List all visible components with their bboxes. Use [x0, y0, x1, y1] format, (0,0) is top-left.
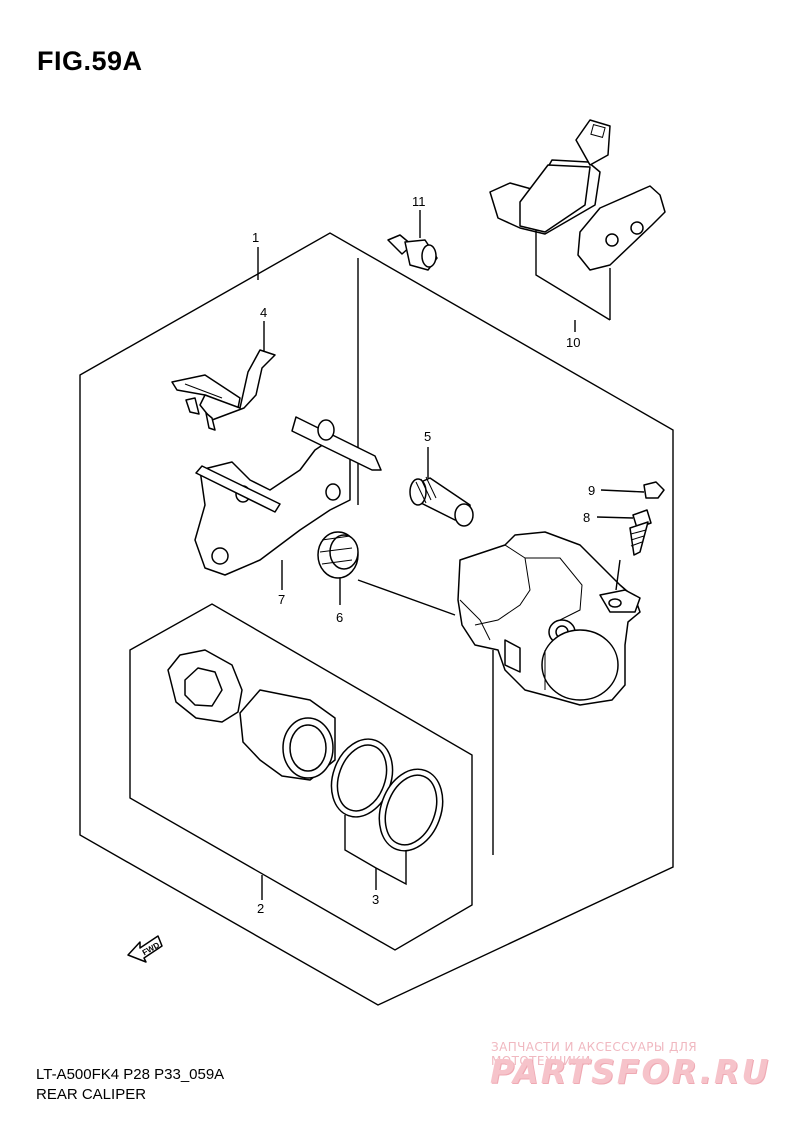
callout-8: 8 — [583, 510, 590, 525]
brake-pad-set-10 — [489, 119, 666, 271]
caliper-body — [457, 531, 641, 706]
callout-7: 7 — [278, 592, 285, 607]
diagram-caption: REAR CALIPER — [36, 1086, 147, 1103]
callout-2: 2 — [257, 901, 264, 916]
bleeder-cap-9 — [643, 481, 665, 499]
dust-boot-6 — [317, 531, 359, 579]
figure-title: FIG.59A — [37, 46, 143, 76]
watermark-logo: PARTSFOR.RU — [490, 1052, 771, 1091]
callout-10: 10 — [566, 335, 580, 350]
callout-9: 9 — [588, 483, 595, 498]
seal-rings-3 — [330, 738, 444, 852]
bleeder-valve-8 — [629, 509, 652, 556]
fwd-arrow-icon: FWD — [127, 935, 163, 963]
piston-kit-2 — [167, 649, 336, 781]
slide-pin-5 — [409, 476, 474, 527]
callout-1: 1 — [252, 230, 259, 245]
bolt-11 — [387, 234, 438, 271]
inner-outline-1c — [357, 579, 456, 616]
pad-spring-4 — [171, 349, 276, 431]
model-code: LT-A500FK4 P28 P33_059A — [36, 1066, 225, 1083]
kit-outline-2 — [129, 603, 473, 951]
callout-6: 6 — [336, 610, 343, 625]
callout-11: 11 — [412, 194, 426, 209]
callout-4: 4 — [260, 305, 267, 320]
caliper-bracket-7 — [194, 416, 382, 576]
callout-5: 5 — [424, 429, 431, 444]
watermark-tagline: ЗАПЧАСТИ И АКСЕССУАРЫ ДЛЯ МОТОТЕХНИКИ — [491, 1040, 697, 1068]
callout-3: 3 — [372, 892, 379, 907]
kit-outline-1 — [79, 232, 674, 1006]
